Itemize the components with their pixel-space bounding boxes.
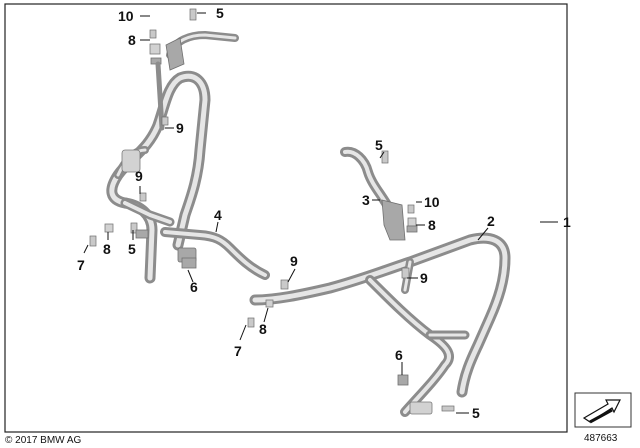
callout-5: 5 <box>128 241 136 257</box>
callout-9: 9 <box>290 253 298 269</box>
bolt <box>189 8 197 21</box>
callout-6: 6 <box>190 279 198 295</box>
callout-8: 8 <box>128 32 136 48</box>
callout-5: 5 <box>375 137 383 153</box>
callout-7: 7 <box>234 343 242 359</box>
callout-9: 9 <box>176 120 184 136</box>
callout-2: 2 <box>487 213 495 229</box>
callout-4: 4 <box>214 207 222 223</box>
callout-9: 9 <box>420 270 428 286</box>
callout-8: 8 <box>103 241 111 257</box>
callout-10: 10 <box>424 194 440 210</box>
callouts: 10 5 8 9 9 4 8 5 7 6 9 8 7 5 3 10 8 2 1 … <box>77 5 571 421</box>
callout-5: 5 <box>472 405 480 421</box>
callout-7: 7 <box>77 257 85 273</box>
copyright-text: © 2017 BMW AG <box>5 435 82 446</box>
leader-lines <box>83 12 558 414</box>
callout-1: 1 <box>563 214 571 230</box>
bracket-part-3 <box>340 146 418 279</box>
callout-5: 5 <box>216 5 224 21</box>
upper-bracket <box>149 8 239 131</box>
connecting-tube-part-4 <box>160 227 270 280</box>
arrow-icon <box>574 392 632 428</box>
loop-bracket <box>121 149 141 173</box>
callout-8: 8 <box>259 321 267 337</box>
callout-10: 10 <box>118 8 134 24</box>
document-number: 487663 <box>584 433 618 444</box>
left-crash-bar <box>106 70 211 284</box>
left-hardware <box>89 116 289 328</box>
diagram-frame <box>4 3 568 433</box>
spacer <box>397 374 409 386</box>
callout-6: 6 <box>395 347 403 363</box>
callout-9: 9 <box>135 168 143 184</box>
callout-8: 8 <box>428 217 436 233</box>
callout-3: 3 <box>362 192 370 208</box>
